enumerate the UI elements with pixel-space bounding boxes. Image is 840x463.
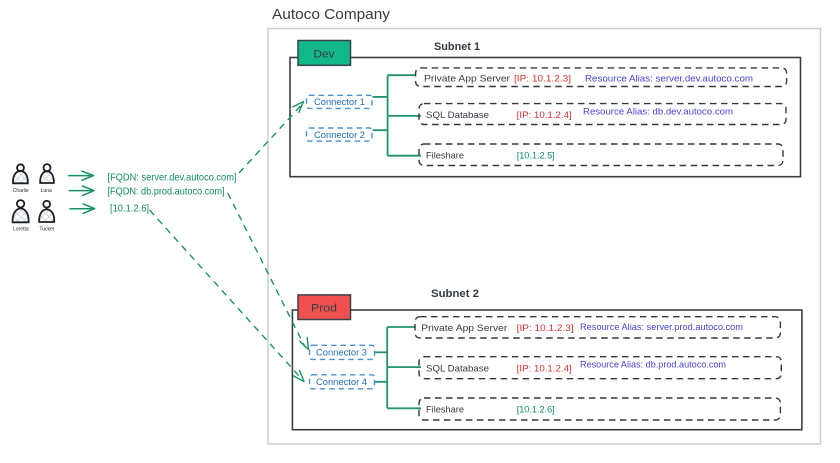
svg-text:[IP: 10.1.2.3]: [IP: 10.1.2.3] [514, 74, 571, 85]
svg-text:Resource Alias: server.dev.aut: Resource Alias: server.dev.autoco.com [585, 74, 753, 85]
svg-text:Resource Alias: db.dev.autoco.: Resource Alias: db.dev.autoco.com [583, 107, 733, 118]
svg-text:[FQDN: server.dev.autoco.com]: [FQDN: server.dev.autoco.com] [108, 173, 237, 184]
svg-text:Resource Alias: db.prod.autoco: Resource Alias: db.prod.autoco.com [580, 360, 726, 371]
svg-text:Subnet 2: Subnet 2 [431, 288, 479, 300]
svg-text:Connector 4: Connector 4 [316, 377, 367, 388]
svg-text:[10.1.2.6]: [10.1.2.6] [110, 204, 149, 215]
svg-text:Connector 2: Connector 2 [314, 130, 365, 141]
svg-text:Luna: Luna [41, 188, 52, 194]
svg-text:Subnet 1: Subnet 1 [434, 41, 480, 53]
svg-text:Charlie: Charlie [13, 188, 29, 194]
svg-text:SQL Database: SQL Database [426, 110, 489, 121]
svg-text:Tucker: Tucker [39, 226, 54, 232]
svg-text:Autoco Company: Autoco Company [272, 6, 390, 23]
svg-text:[10.1.2.5]: [10.1.2.5] [517, 151, 555, 162]
svg-text:Dev: Dev [314, 49, 336, 61]
svg-text:Connector 3: Connector 3 [316, 348, 367, 359]
svg-text:Loretta: Loretta [13, 226, 29, 232]
svg-text:Resource Alias: server.prod.au: Resource Alias: server.prod.autoco.com [580, 322, 743, 333]
svg-text:Fileshare: Fileshare [426, 151, 464, 162]
svg-text:Connector 1: Connector 1 [314, 97, 365, 108]
svg-text:[IP: 10.1.2.3]: [IP: 10.1.2.3] [517, 323, 574, 334]
svg-text:SQL Database: SQL Database [426, 363, 489, 374]
svg-text:[IP: 10.1.2.4]: [IP: 10.1.2.4] [517, 363, 572, 374]
svg-text:Private App Server: Private App Server [421, 323, 507, 334]
svg-text:Fileshare: Fileshare [426, 405, 464, 416]
svg-text:[IP: 10.1.2.4]: [IP: 10.1.2.4] [517, 110, 572, 121]
svg-text:[FQDN: db.prod.autoco.com]: [FQDN: db.prod.autoco.com] [108, 187, 225, 198]
svg-text:Private App Server: Private App Server [424, 74, 510, 85]
svg-text:[10.1.2.6]: [10.1.2.6] [517, 405, 555, 416]
svg-text:Prod: Prod [311, 303, 337, 315]
